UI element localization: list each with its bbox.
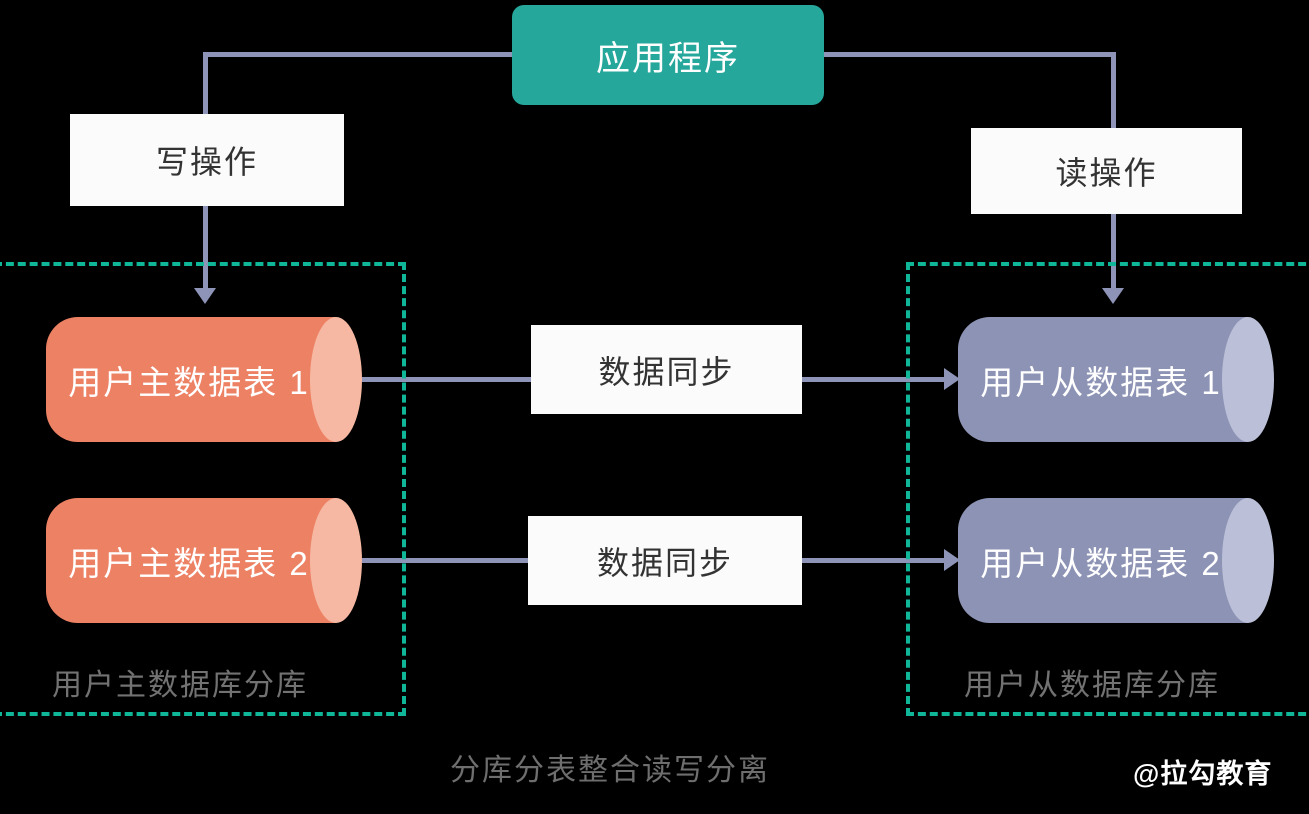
- app-box[interactable]: 应用程序: [512, 5, 824, 105]
- slave-shard-group-label: 用户从数据库分库: [964, 669, 1220, 702]
- data-sync-box-row2[interactable]: 数据同步: [528, 516, 802, 605]
- cylinder-body: [46, 317, 336, 442]
- cylinder-body: [958, 498, 1248, 623]
- master-db-table-1[interactable]: 用户主数据表 1: [46, 317, 362, 442]
- read-operation-label: 读操作: [1055, 155, 1158, 191]
- master-shard-group: [0, 262, 406, 716]
- master-shard-group-label: 用户主数据库分库: [52, 669, 308, 702]
- watermark: @拉勾教育: [1133, 759, 1273, 789]
- connector-sync-row2-arrowhead: [944, 549, 960, 571]
- data-sync-box-row1[interactable]: 数据同步: [531, 325, 802, 414]
- slave-db-table-1[interactable]: 用户从数据表 1: [958, 317, 1274, 442]
- cylinder-cap: [310, 317, 362, 442]
- write-operation-box[interactable]: 写操作: [70, 114, 344, 206]
- slave-shard-group: [906, 262, 1309, 716]
- read-operation-box[interactable]: 读操作: [971, 128, 1242, 214]
- data-sync-row2-label: 数据同步: [596, 544, 733, 581]
- cylinder-body: [46, 498, 336, 623]
- master-db-table-2[interactable]: 用户主数据表 2: [46, 498, 362, 623]
- slave-db-table-2[interactable]: 用户从数据表 2: [958, 498, 1274, 623]
- data-sync-row1-label: 数据同步: [598, 353, 735, 390]
- cylinder-cap: [310, 498, 362, 623]
- connector-read-arrowhead: [1102, 288, 1124, 304]
- connector-app-horizontal-right: [822, 52, 1116, 57]
- slave-db-table-1-label: 用户从数据表 1: [980, 363, 1222, 401]
- master-db-table-1-label: 用户主数据表 1: [68, 363, 310, 401]
- app-box-label: 应用程序: [596, 39, 740, 78]
- diagram-caption: 分库分表整合读写分离: [450, 754, 770, 787]
- cylinder-cap: [1222, 317, 1274, 442]
- slave-db-table-2-label: 用户从数据表 2: [980, 544, 1222, 582]
- cylinder-cap: [1222, 498, 1274, 623]
- write-operation-label: 写操作: [155, 144, 258, 180]
- connector-sync-row1-arrowhead: [944, 368, 960, 390]
- master-db-table-2-label: 用户主数据表 2: [68, 544, 310, 582]
- connector-write-arrowhead: [194, 288, 216, 304]
- connector-app-horizontal-left: [203, 52, 515, 57]
- cylinder-body: [958, 317, 1248, 442]
